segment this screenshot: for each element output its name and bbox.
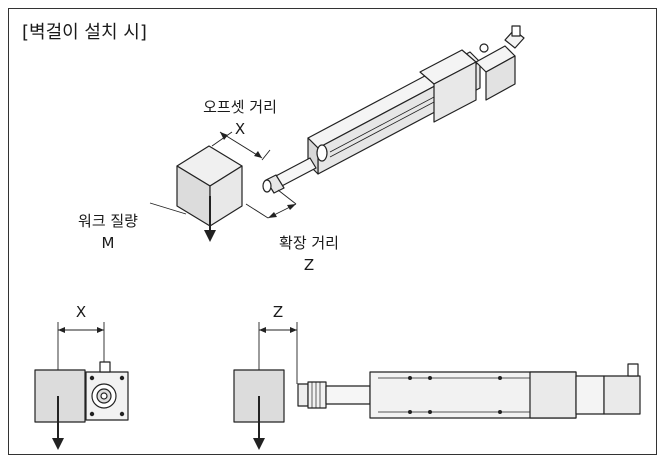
bottom-z-label: Z bbox=[272, 303, 284, 321]
extension-dimension bbox=[245, 189, 297, 219]
isometric-actuator bbox=[262, 25, 525, 194]
side-view bbox=[233, 322, 641, 450]
work-mass-label: 워크 질량 bbox=[78, 212, 138, 230]
extension-distance-label: 확장 거리 bbox=[279, 234, 339, 252]
offset-distance-label: 오프셋 거리 bbox=[203, 98, 277, 116]
work-mass-symbol-label: M bbox=[101, 234, 115, 252]
offset-symbol-label: X bbox=[234, 120, 246, 138]
work-cube bbox=[176, 145, 243, 242]
end-view bbox=[34, 322, 129, 450]
extension-symbol-label: Z bbox=[303, 256, 315, 274]
bottom-x-label: X bbox=[75, 303, 87, 321]
diagram-title: [벽걸이 설치 시] bbox=[22, 22, 147, 43]
offset-dimension bbox=[211, 131, 271, 161]
